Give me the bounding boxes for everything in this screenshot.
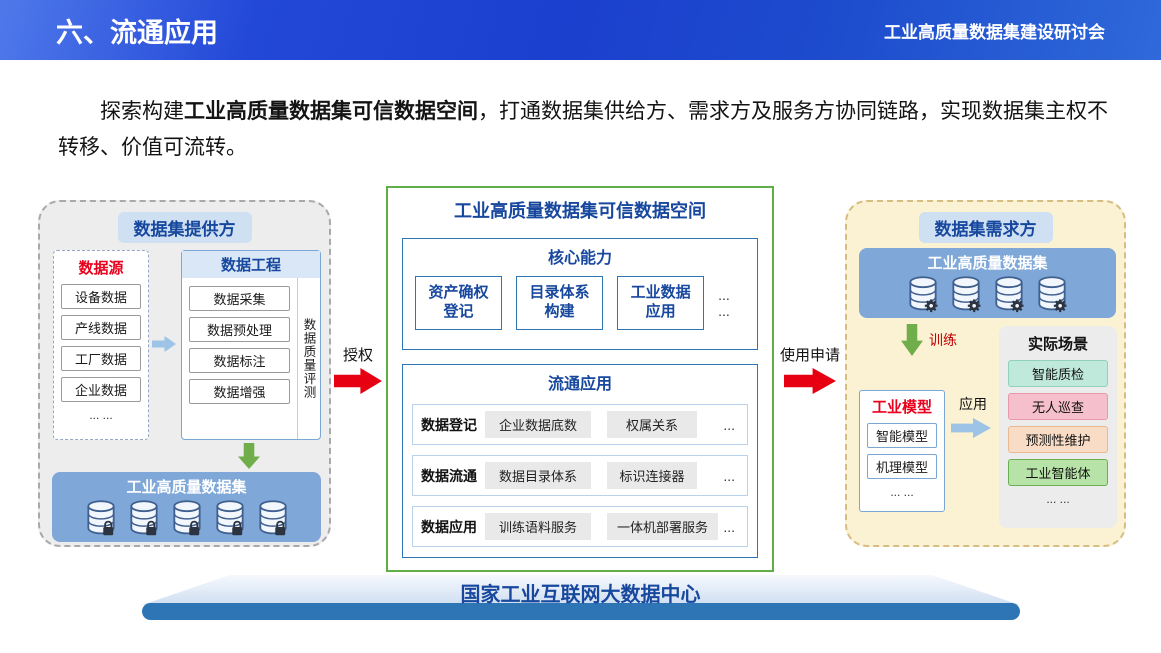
core-capability-title: 核心能力 xyxy=(547,250,612,267)
core-item-line: 资产确权 xyxy=(428,284,489,302)
circulation-row-label: 数据应用 xyxy=(421,518,477,535)
footer-bar xyxy=(142,603,1020,620)
db-gear-icon xyxy=(906,275,940,313)
authorize-arrow-icon xyxy=(334,368,382,394)
db-lock-icon xyxy=(84,499,118,537)
demander-title: 数据集需求方 xyxy=(918,212,1053,243)
scene-item: 预测性维护 xyxy=(1008,426,1108,453)
circulation-cell: 一体机部署服务 xyxy=(607,513,719,540)
data-engineering-item: 数据增强 xyxy=(189,379,290,404)
intro-emphasis: 工业高质量数据集可信数据空间 xyxy=(184,100,478,123)
trusted-space-title: 工业高质量数据集可信数据空间 xyxy=(454,201,706,221)
db-lock-icon xyxy=(127,499,161,537)
core-item-line: 登记 xyxy=(443,303,474,320)
data-engineering-title: 数据工程 xyxy=(182,251,320,278)
apply-label: 应用 xyxy=(959,396,987,412)
footer-title: 国家工业互联网大数据中心 xyxy=(460,584,701,606)
trusted-space-panel: 工业高质量数据集可信数据空间 核心能力 资产确权 登记 目录体系 构建 工业数据… xyxy=(386,186,774,572)
circulation-cell: 数据目录体系 xyxy=(485,462,591,489)
core-item-line: 构建 xyxy=(544,303,575,320)
scene-item: 工业智能体 xyxy=(1008,459,1108,486)
db-lock-icon xyxy=(170,499,204,537)
data-engineering-item: 数据采集 xyxy=(189,286,290,311)
scenes-title: 实际场景 xyxy=(1027,336,1088,353)
db-lock-icon xyxy=(256,499,290,537)
circulation-row: 数据登记 企业数据底数 权属关系 ... xyxy=(412,404,748,445)
circulation-row-label: 数据流通 xyxy=(421,467,477,484)
core-capability-box: 核心能力 资产确权 登记 目录体系 构建 工业数据 应用 ... ... xyxy=(402,238,758,350)
demander-dataset-title: 工业高质量数据集 xyxy=(927,255,1048,272)
industrial-model-title: 工业模型 xyxy=(871,399,932,416)
data-source-item: 工厂数据 xyxy=(61,346,141,371)
circulation-more: ... xyxy=(723,518,735,535)
data-engineering-box: 数据工程 数据采集 数据预处理 数据标注 数据增强 数据质量评测 xyxy=(181,250,321,440)
core-capability-items: 资产确权 登记 目录体系 构建 工业数据 应用 ... ... xyxy=(403,268,757,330)
db-gear-icon xyxy=(949,275,983,313)
footer-platform xyxy=(142,575,1020,605)
demander-panel: 数据集需求方 工业高质量数据集 训练 工业模型 智能模型 机理模型 ... ..… xyxy=(845,200,1126,547)
industrial-model-box: 工业模型 智能模型 机理模型 ... ... xyxy=(859,390,945,512)
train-down-arrow-icon xyxy=(901,324,923,356)
data-source-more: ... ... xyxy=(89,408,113,422)
page-title: 六、流通应用 xyxy=(56,17,218,48)
core-capability-item: 工业数据 应用 xyxy=(617,276,705,330)
circulation-cell: 标识连接器 xyxy=(607,462,697,489)
industrial-model-item: 机理模型 xyxy=(867,454,937,479)
provider-dataset-icons xyxy=(52,499,321,537)
circulation-box: 流通应用 数据登记 企业数据底数 权属关系 ... 数据流通 数据目录体系 标识… xyxy=(402,364,758,558)
provider-panel: 数据集提供方 数据源 设备数据 产线数据 工厂数据 企业数据 ... ... 数… xyxy=(38,200,331,547)
circulation-row: 数据应用 训练语料服务 一体机部署服务 ... xyxy=(412,506,748,547)
circulation-row: 数据流通 数据目录体系 标识连接器 ... xyxy=(412,455,748,496)
core-capability-item: 资产确权 登记 xyxy=(415,276,503,330)
db-lock-icon xyxy=(213,499,247,537)
apply-arrow-icon xyxy=(951,418,991,438)
core-item-line: 工业数据 xyxy=(630,284,691,302)
circulation-more: ... xyxy=(723,467,735,484)
scene-item: 智能质检 xyxy=(1008,360,1108,387)
intro-paragraph: 探索构建工业高质量数据集可信数据空间，打通数据集供给方、需求方及服务方协同链路，… xyxy=(58,94,1111,166)
industrial-model-item: 智能模型 xyxy=(867,423,937,448)
core-item-line: 目录体系 xyxy=(529,284,590,302)
event-title: 工业高质量数据集建设研讨会 xyxy=(884,22,1105,42)
authorize-label: 授权 xyxy=(342,347,373,364)
demander-dataset-box: 工业高质量数据集 xyxy=(859,248,1116,318)
data-source-item: 设备数据 xyxy=(61,284,141,309)
use-apply-arrow-icon xyxy=(784,368,836,394)
core-capability-item: 目录体系 构建 xyxy=(516,276,604,330)
data-source-item: 企业数据 xyxy=(61,377,141,402)
data-source-item: 产线数据 xyxy=(61,315,141,340)
scene-item: 无人巡查 xyxy=(1008,393,1108,420)
demander-dataset-icons xyxy=(859,275,1116,313)
quality-eval-label: 数据质量评测 xyxy=(297,278,320,439)
circulation-row-label: 数据登记 xyxy=(421,416,477,433)
data-engineering-item: 数据标注 xyxy=(189,348,290,373)
data-engineering-items: 数据采集 数据预处理 数据标注 数据增强 xyxy=(182,278,297,439)
use-apply-label: 使用申请 xyxy=(779,347,840,364)
data-source-title: 数据源 xyxy=(78,260,124,277)
core-capability-more: ... ... xyxy=(718,287,730,319)
provider-down-arrow-icon xyxy=(238,443,260,469)
provider-title: 数据集提供方 xyxy=(117,212,252,243)
industrial-model-more: ... ... xyxy=(890,485,914,499)
circulation-cell: 训练语料服务 xyxy=(485,513,591,540)
data-engineering-body: 数据采集 数据预处理 数据标注 数据增强 数据质量评测 xyxy=(182,278,320,439)
data-engineering-item: 数据预处理 xyxy=(189,317,290,342)
db-gear-icon xyxy=(1035,275,1069,313)
circulation-more: ... xyxy=(723,416,735,433)
db-gear-icon xyxy=(992,275,1026,313)
source-to-engineering-arrow-icon xyxy=(152,336,176,352)
scenes-more: ... ... xyxy=(1046,492,1070,506)
data-source-box: 数据源 设备数据 产线数据 工厂数据 企业数据 ... ... xyxy=(53,250,149,440)
circulation-cell: 权属关系 xyxy=(607,411,697,438)
provider-dataset-box: 工业高质量数据集 xyxy=(52,472,321,542)
provider-dataset-title: 工业高质量数据集 xyxy=(126,479,247,496)
train-label: 训练 xyxy=(929,332,957,348)
scenes-box: 实际场景 智能质检 无人巡查 预测性维护 工业智能体 ... ... xyxy=(999,326,1117,528)
intro-rest: ，打通数据集供给方、需求方及服务方协同链路，实现数据集主权不转移、价值可流转。 xyxy=(58,100,1108,160)
core-item-line: 应用 xyxy=(645,303,676,320)
header-bar: 六、流通应用 工业高质量数据集建设研讨会 xyxy=(0,0,1161,60)
circulation-title: 流通应用 xyxy=(547,376,612,393)
circulation-cell: 企业数据底数 xyxy=(485,411,591,438)
intro-lead: 探索构建 xyxy=(100,100,184,123)
